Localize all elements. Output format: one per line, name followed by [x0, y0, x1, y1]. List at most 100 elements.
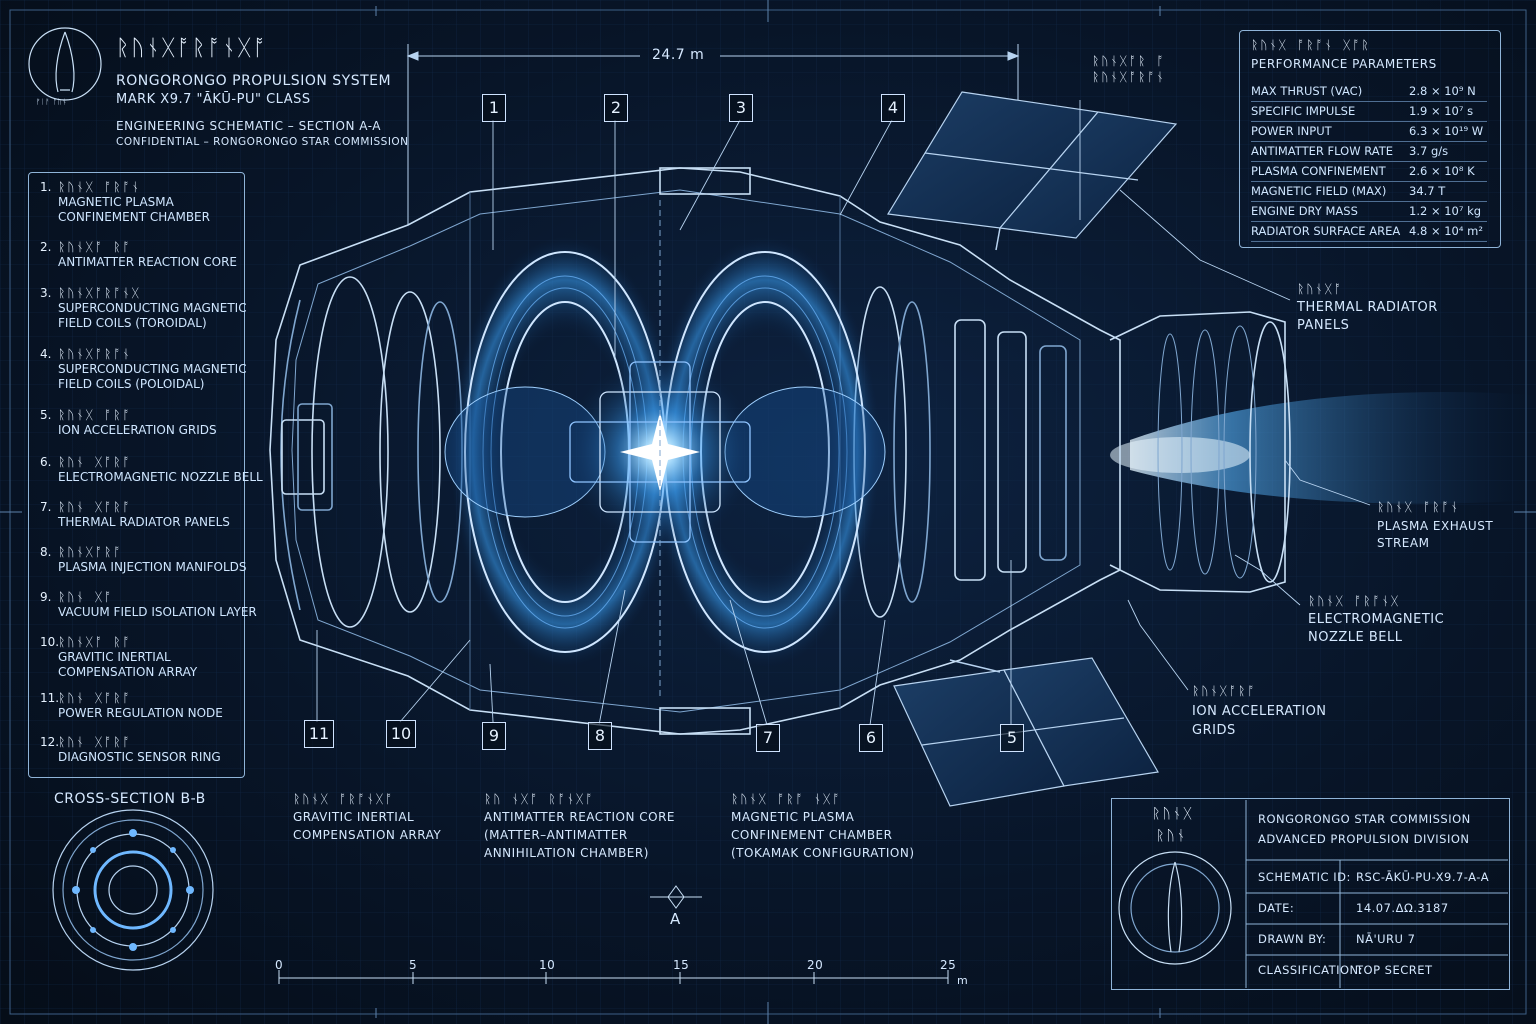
- legend-item-glyph: ᚱᚢᚾ ᚷᚩᚱᚩ: [58, 735, 132, 749]
- exhaust-glyph: ᚱᚢᚾᚷ ᚩᚱᚩᚾ: [1377, 500, 1460, 514]
- legend-item-glyph: ᚱᚢᚾ ᚷᚩᚱᚩ: [58, 691, 132, 705]
- parts-legend: [28, 172, 245, 778]
- logo-text: ᚠᛁᚨ ᚩᚢᚾ: [36, 98, 67, 106]
- exhaust-label-2: STREAM: [1377, 536, 1430, 550]
- performance-value: 1.9 × 10⁷ s: [1409, 104, 1474, 118]
- scale-tick-0: 0: [275, 958, 284, 972]
- legend-item-glyph: ᚱᚢᚾ ᚷᚩ: [58, 590, 114, 604]
- callout-10: 10: [386, 720, 416, 748]
- title-block-label: DRAWN BY:: [1258, 932, 1327, 946]
- core-glyph: ᚱᚢ ᚾᚷᚩ ᚱᚩᚾᚷᚩ: [484, 792, 595, 806]
- legend-item-number: 12.: [40, 735, 60, 749]
- legend-item-text: VACUUM FIELD ISOLATION LAYER: [58, 605, 257, 619]
- performance-label: MAX THRUST (VAC): [1251, 84, 1363, 98]
- title-block-value: NĀ'URU 7: [1356, 932, 1416, 946]
- scale-tick-10: 10: [539, 958, 556, 972]
- title-block-label: CLASSIFICATION:: [1258, 963, 1364, 977]
- header-confidential: CONFIDENTIAL – RONGORONGO STAR COMMISSIO…: [116, 136, 409, 148]
- callout-8: 8: [588, 722, 612, 750]
- scale-tick-5: 5: [409, 958, 418, 972]
- scale-tick-20: 20: [807, 958, 824, 972]
- scale-tick-25: 25: [940, 958, 957, 972]
- title-block: [1111, 798, 1510, 990]
- performance-value: 34.7 T: [1409, 184, 1446, 198]
- annotation-top-glyph: ᚱᚢᚾᚷᚩᚱ ᚩ: [1092, 54, 1166, 68]
- callout-7: 7: [756, 724, 780, 752]
- legend-item-text: DIAGNOSTIC SENSOR RING: [58, 750, 221, 764]
- callout-4: 4: [881, 94, 905, 122]
- legend-item-text-2: FIELD COILS (TOROIDAL): [58, 316, 207, 330]
- legend-item-text: GRAVITIC INERTIAL: [58, 650, 171, 664]
- ion-glyph: ᚱᚢᚾᚷᚩᚱᚩ: [1192, 684, 1257, 698]
- legend-item-text: POWER REGULATION NODE: [58, 706, 223, 720]
- radiator-label-2: PANELS: [1297, 318, 1350, 333]
- callout-2: 2: [604, 94, 628, 122]
- gravitic-label-1: GRAVITIC INERTIAL: [293, 810, 415, 824]
- ion-label-1: ION ACCELERATION: [1192, 704, 1327, 719]
- legend-item-text: ION ACCELERATION GRIDS: [58, 423, 217, 437]
- callout-9: 9: [482, 722, 506, 750]
- legend-item-text: SUPERCONDUCTING MAGNETIC: [58, 301, 247, 315]
- legend-item-glyph: ᚱᚢᚾᚷᚩ ᚱᚩ: [58, 635, 132, 649]
- performance-row: MAX THRUST (VAC) 2.8 × 10⁹ N: [1251, 82, 1487, 102]
- legend-item-glyph: ᚱᚢᚾ ᚷᚩᚱᚩ: [58, 455, 132, 469]
- performance-label: PLASMA CONFINEMENT: [1251, 164, 1386, 178]
- header-class: MARK X9.7 "ĀKŪ-PU" CLASS: [116, 92, 311, 107]
- performance-value: 2.6 × 10⁸ K: [1409, 164, 1475, 178]
- legend-item-number: 10.: [40, 635, 60, 649]
- performance-label: ANTIMATTER FLOW RATE: [1251, 144, 1394, 158]
- legend-item-number: 8.: [40, 545, 52, 559]
- performance-row: MAGNETIC FIELD (MAX)34.7 T: [1251, 182, 1487, 202]
- ion-label-2: GRIDS: [1192, 723, 1236, 738]
- legend-item-glyph: ᚱᚢᚾ ᚷᚩᚱᚩ: [58, 500, 132, 514]
- core-label-3: ANNIHILATION CHAMBER): [484, 846, 649, 860]
- performance-row: PLASMA CONFINEMENT 2.6 × 10⁸ K: [1251, 162, 1487, 182]
- legend-item-number: 7.: [40, 500, 52, 514]
- legend-item-number: 5.: [40, 408, 52, 422]
- title-block-glyph-2: ᚱᚢᚾ: [1156, 828, 1188, 844]
- performance-glyph-title: ᚱᚢᚾᚷ ᚩᚱᚩᚾ ᚷᚩᚱ: [1251, 38, 1371, 52]
- title-block-value: TOP SECRET: [1356, 963, 1433, 977]
- performance-row: ENGINE DRY MASS 1.2 × 10⁷ kg: [1251, 202, 1487, 222]
- legend-item-text: SUPERCONDUCTING MAGNETIC: [58, 362, 247, 376]
- core-label-2: (MATTER–ANTIMATTER: [484, 828, 628, 842]
- legend-item-text: ANTIMATTER REACTION CORE: [58, 255, 238, 269]
- callout-3: 3: [729, 94, 753, 122]
- title-block-glyph-1: ᚱᚢᚾᚷ: [1152, 806, 1194, 822]
- legend-item-number: 2.: [40, 240, 52, 254]
- cross-section-label: CROSS-SECTION B-B: [54, 791, 206, 807]
- legend-item-number: 1.: [40, 180, 52, 194]
- performance-value: 6.3 × 10¹⁹ W: [1409, 124, 1484, 138]
- performance-label: ENGINE DRY MASS: [1251, 204, 1358, 218]
- legend-item-number: 6.: [40, 455, 52, 469]
- callout-1: 1: [482, 94, 506, 122]
- nozzle-glyph: ᚱᚢᚾᚷ ᚩᚱᚩᚾᚷ: [1308, 594, 1401, 608]
- title-block-value: RSC-ĀKŪ-PU-X9.7-A-A: [1356, 870, 1490, 884]
- title-block-value: 14.07.ΔΩ.3187: [1356, 901, 1449, 915]
- performance-label: RADIATOR SURFACE AREA: [1251, 224, 1401, 238]
- overall-length-dimension: 24.7 m: [652, 47, 705, 63]
- callout-11: 11: [304, 720, 334, 748]
- gravitic-glyph: ᚱᚢᚾᚷ ᚩᚱᚩᚾᚷᚩ: [293, 792, 395, 806]
- title-block-label: DATE:: [1258, 901, 1295, 915]
- performance-value: 1.2 × 10⁷ kg: [1409, 204, 1482, 218]
- performance-value: 2.8 × 10⁹ N: [1409, 84, 1476, 98]
- annotation-top-glyph-2: ᚱᚢᚾᚷᚩᚱᚩᚾ: [1092, 70, 1166, 84]
- chamber-label-2: CONFINEMENT CHAMBER: [731, 828, 893, 842]
- chamber-glyph: ᚱᚢᚾᚷ ᚩᚱᚩ ᚾᚷᚩ: [731, 792, 842, 806]
- title-block-division: ADVANCED PROPULSION DIVISION: [1258, 832, 1470, 846]
- section-marker-label: A: [670, 910, 681, 928]
- scale-tick-15: 15: [673, 958, 690, 972]
